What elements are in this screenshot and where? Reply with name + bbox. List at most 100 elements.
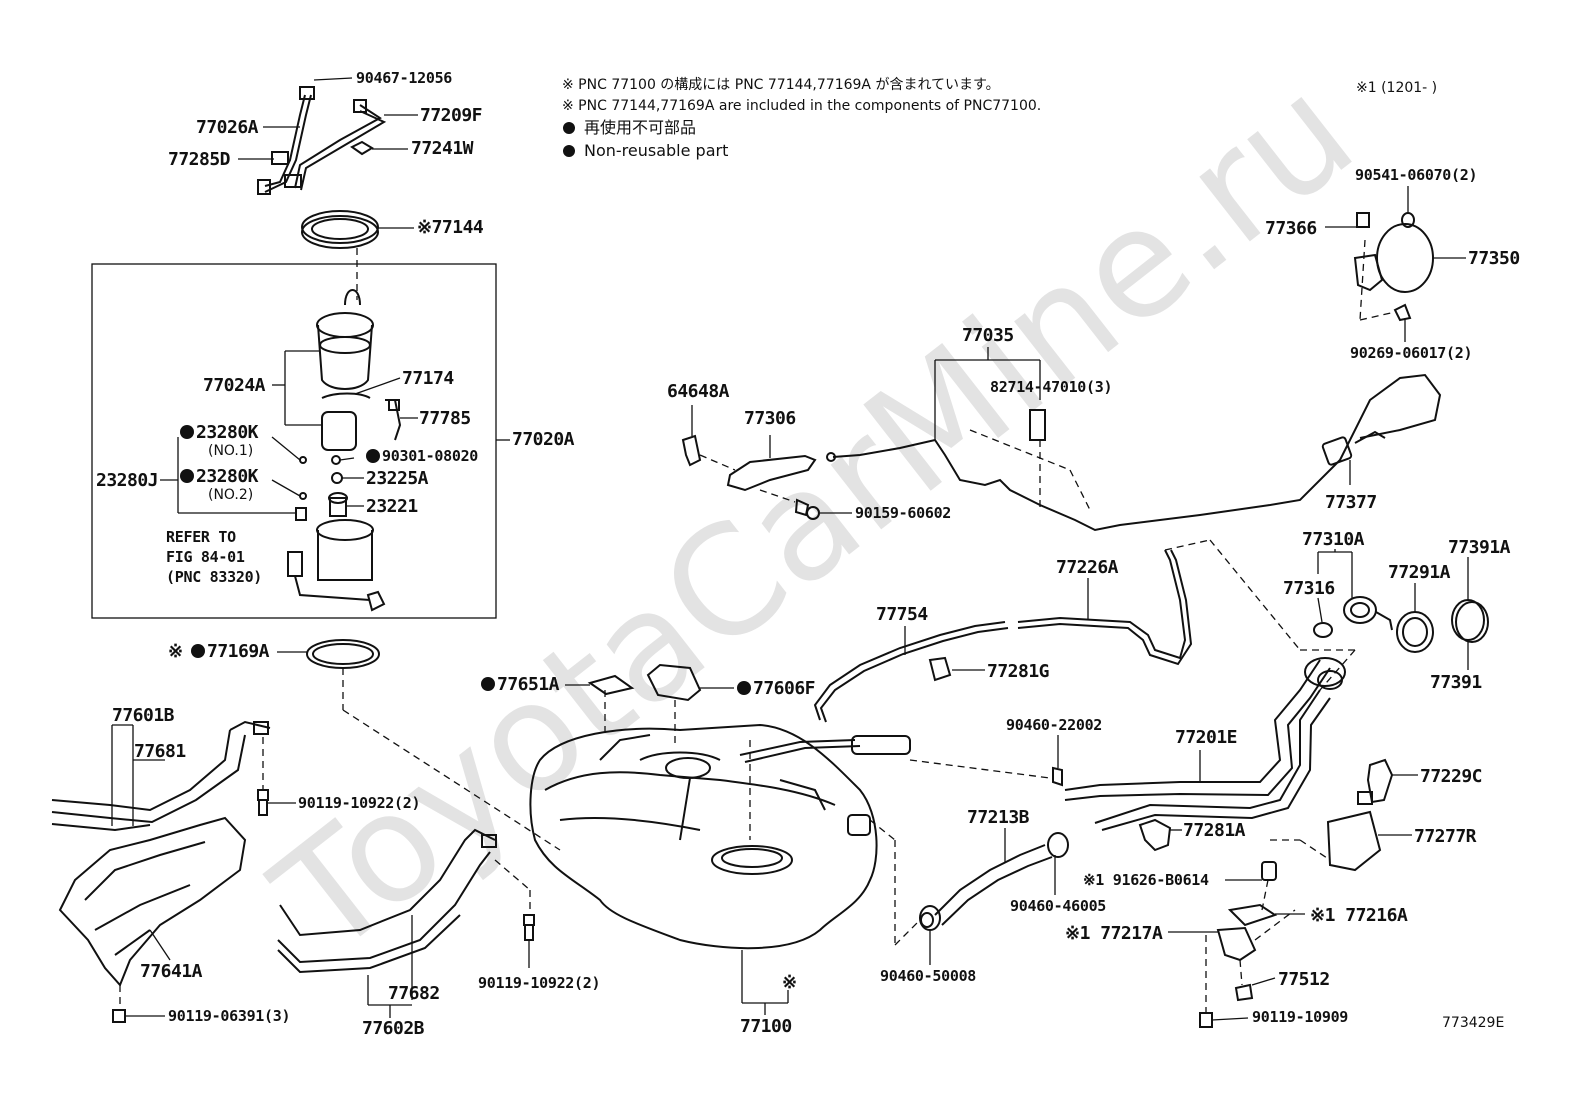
nonreusable-bullet-icon	[481, 677, 495, 691]
nonreusable-bullet-icon	[180, 425, 194, 439]
nonreusable-bullet-icon	[563, 122, 575, 134]
note-mark: ※	[168, 641, 183, 662]
part-label-77241w: 77241W	[411, 138, 474, 159]
bracket-bolt-drawing	[1199, 861, 1278, 1028]
note-jp-nonreusable: 再使用不可部品	[584, 118, 696, 137]
part-label-77606f: 77606F	[753, 678, 815, 699]
part-label-77217a: ※1 77217A	[1065, 923, 1163, 944]
part-label-90119-10922-b: 90119-10922(2)	[478, 974, 600, 992]
part-label-77754: 77754	[876, 604, 928, 625]
part-label-77100-mark: ※	[782, 972, 797, 993]
part-label-77024a: 77024A	[203, 375, 266, 396]
part-label-77681: 77681	[134, 741, 186, 762]
part-label-23280k-no1: 23280K	[196, 422, 259, 443]
part-label-90159-60602: 90159-60602	[855, 504, 951, 522]
part-label-23221: 23221	[366, 496, 418, 517]
note-jp-components: ※ PNC 77100 の構成には PNC 77144,77169A が含まれて…	[562, 77, 1000, 93]
part-label-77281g: 77281G	[987, 661, 1049, 682]
part-label-77285d: 77285D	[168, 149, 231, 170]
breather-tube-drawing	[813, 549, 1193, 723]
lock-ring-drawing	[301, 210, 379, 249]
part-note-no1: (NO.1)	[208, 443, 253, 459]
part-label-23225a: 23225A	[366, 468, 429, 489]
clamp-drawing	[1138, 818, 1172, 852]
refer-line-3: (PNC 83320)	[166, 568, 262, 586]
fuel-tank-band-drawing	[51, 720, 271, 832]
part-label-77602b: 77602B	[362, 1018, 425, 1039]
part-label-77201e: 77201E	[1175, 727, 1237, 748]
part-label-77216a: ※1 77216A	[1310, 905, 1408, 926]
pad-drawing	[646, 663, 702, 702]
part-label-64648a: 64648A	[667, 381, 730, 402]
part-label-77169a: 77169A	[207, 641, 270, 662]
nonreusable-bullet-icon	[191, 644, 205, 658]
part-label-77366: 77366	[1265, 218, 1317, 239]
part-label-90119-06391: 90119-06391(3)	[168, 1007, 290, 1025]
part-label-77281a: 77281A	[1183, 820, 1246, 841]
protector-drawing	[1326, 810, 1382, 872]
fuel-tank-drawing	[529, 723, 911, 950]
part-label-77226a: 77226A	[1056, 557, 1119, 578]
part-label-90269-06017: 90269-06017(2)	[1350, 344, 1472, 362]
part-label-77377: 77377	[1325, 492, 1377, 513]
part-label-77144: ※77144	[417, 217, 484, 238]
part-label-90119-10909: 90119-10909	[1252, 1008, 1348, 1026]
part-label-77020a: 77020A	[512, 429, 575, 450]
part-label-77229c: 77229C	[1420, 766, 1482, 787]
part-label-77035: 77035	[962, 325, 1014, 346]
refer-line-2: FIG 84-01	[166, 548, 245, 566]
part-label-77291a: 77291A	[1388, 562, 1451, 583]
part-label-90460-46005: 90460-46005	[1010, 897, 1106, 915]
fuel-lid-drawing	[1353, 212, 1434, 322]
part-label-77100: 77100	[740, 1016, 792, 1037]
part-label-77306: 77306	[744, 408, 796, 429]
part-label-90541-06070: 90541-06070(2)	[1355, 166, 1477, 184]
part-label-77682: 77682	[388, 983, 440, 1004]
note-en-nonreusable: Non-reusable part	[584, 141, 728, 160]
part-label-77277r: 77277R	[1414, 826, 1477, 847]
figure-id: 773429E	[1442, 1015, 1504, 1031]
part-label-77641a: 77641A	[140, 961, 203, 982]
refer-line-1: REFER TO	[166, 528, 236, 546]
filler-hose-drawing	[919, 832, 1069, 931]
part-label-77026a: 77026A	[196, 117, 259, 138]
part-label-82714-47010: 82714-47010(3)	[990, 378, 1112, 396]
fuel-pump-drawing	[287, 289, 402, 612]
part-note-no2: (NO.2)	[208, 487, 253, 503]
part-label-77310a: 77310A	[1302, 529, 1365, 550]
part-label-77601b: 77601B	[112, 705, 175, 726]
part-label-77785: 77785	[419, 408, 471, 429]
part-label-90301-08020: 90301-08020	[382, 447, 478, 465]
fuel-tank-band-lower-drawing	[277, 828, 497, 974]
part-label-90119-10922-a: 90119-10922(2)	[298, 794, 420, 812]
fuel-tube-assembly-drawing	[257, 86, 387, 195]
part-label-77512: 77512	[1278, 969, 1330, 990]
part-label-77651a: 77651A	[497, 674, 560, 695]
part-label-91626-b0614: ※1 91626-B0614	[1083, 871, 1209, 889]
nonreusable-bullet-icon	[737, 681, 751, 695]
note-en-components: ※ PNC 77144,77169A are included in the c…	[562, 98, 1041, 114]
part-label-90460-22002: 90460-22002	[1006, 716, 1102, 734]
part-label-23280j: 23280J	[96, 470, 158, 491]
part-label-23280k-no2: 23280K	[196, 466, 259, 487]
part-label-77391a: 77391A	[1448, 537, 1511, 558]
fuel-inlet-pipe-drawing	[1052, 657, 1346, 831]
nonreusable-bullet-icon	[366, 449, 380, 463]
part-label-77174: 77174	[402, 368, 454, 389]
part-label-77350: 77350	[1468, 248, 1520, 269]
clip-drawing	[1366, 758, 1394, 804]
pad-drawing	[587, 674, 635, 696]
part-label-77391: 77391	[1430, 672, 1482, 693]
bracket-drawing	[681, 434, 820, 520]
note-production-period: ※1 (1201- )	[1356, 80, 1437, 96]
nonreusable-bullet-icon	[180, 469, 194, 483]
nonreusable-bullet-icon	[563, 145, 575, 157]
part-label-90460-50008: 90460-50008	[880, 967, 976, 985]
part-label-90467-12056: 90467-12056	[356, 69, 452, 87]
fuel-pump-assembly-box	[91, 263, 497, 619]
part-label-77213b: 77213B	[967, 807, 1030, 828]
part-label-77316: 77316	[1283, 578, 1335, 599]
fuel-tank-protector-drawing	[58, 816, 247, 987]
